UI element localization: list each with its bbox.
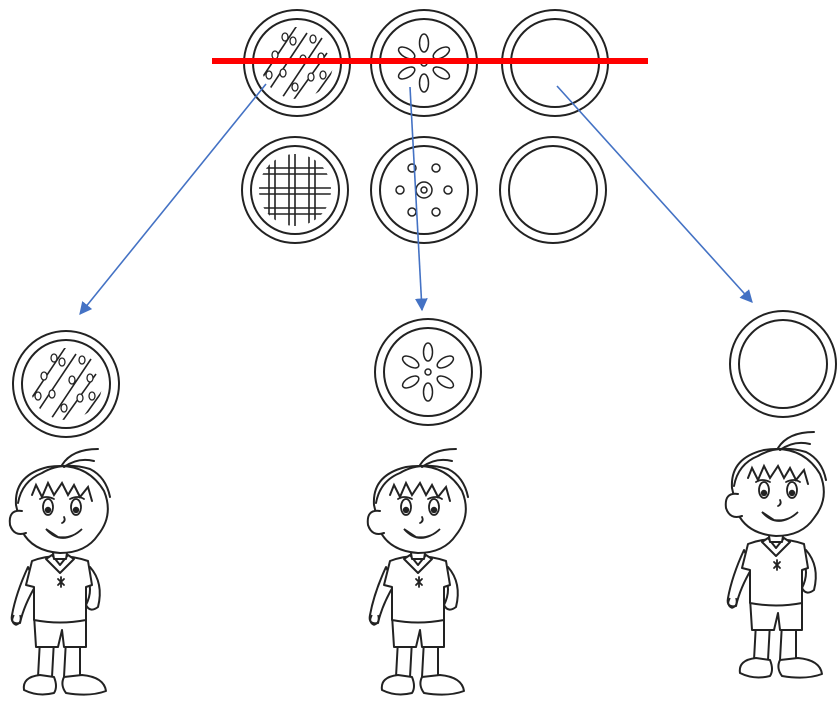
plate-icon[interactable] [237, 3, 362, 138]
boy-icon [726, 432, 826, 678]
plate-icon[interactable] [375, 319, 481, 425]
arrow-icon [80, 84, 266, 314]
boy-icon [368, 449, 468, 695]
plate-icon[interactable] [371, 137, 477, 243]
plate-icon[interactable] [500, 137, 606, 243]
plate-icon[interactable] [6, 324, 131, 459]
plate-icon[interactable] [730, 311, 836, 417]
boy-icon [10, 449, 110, 695]
plate-grid [237, 3, 608, 243]
plate-icon[interactable] [242, 137, 348, 243]
arrows [80, 84, 752, 314]
